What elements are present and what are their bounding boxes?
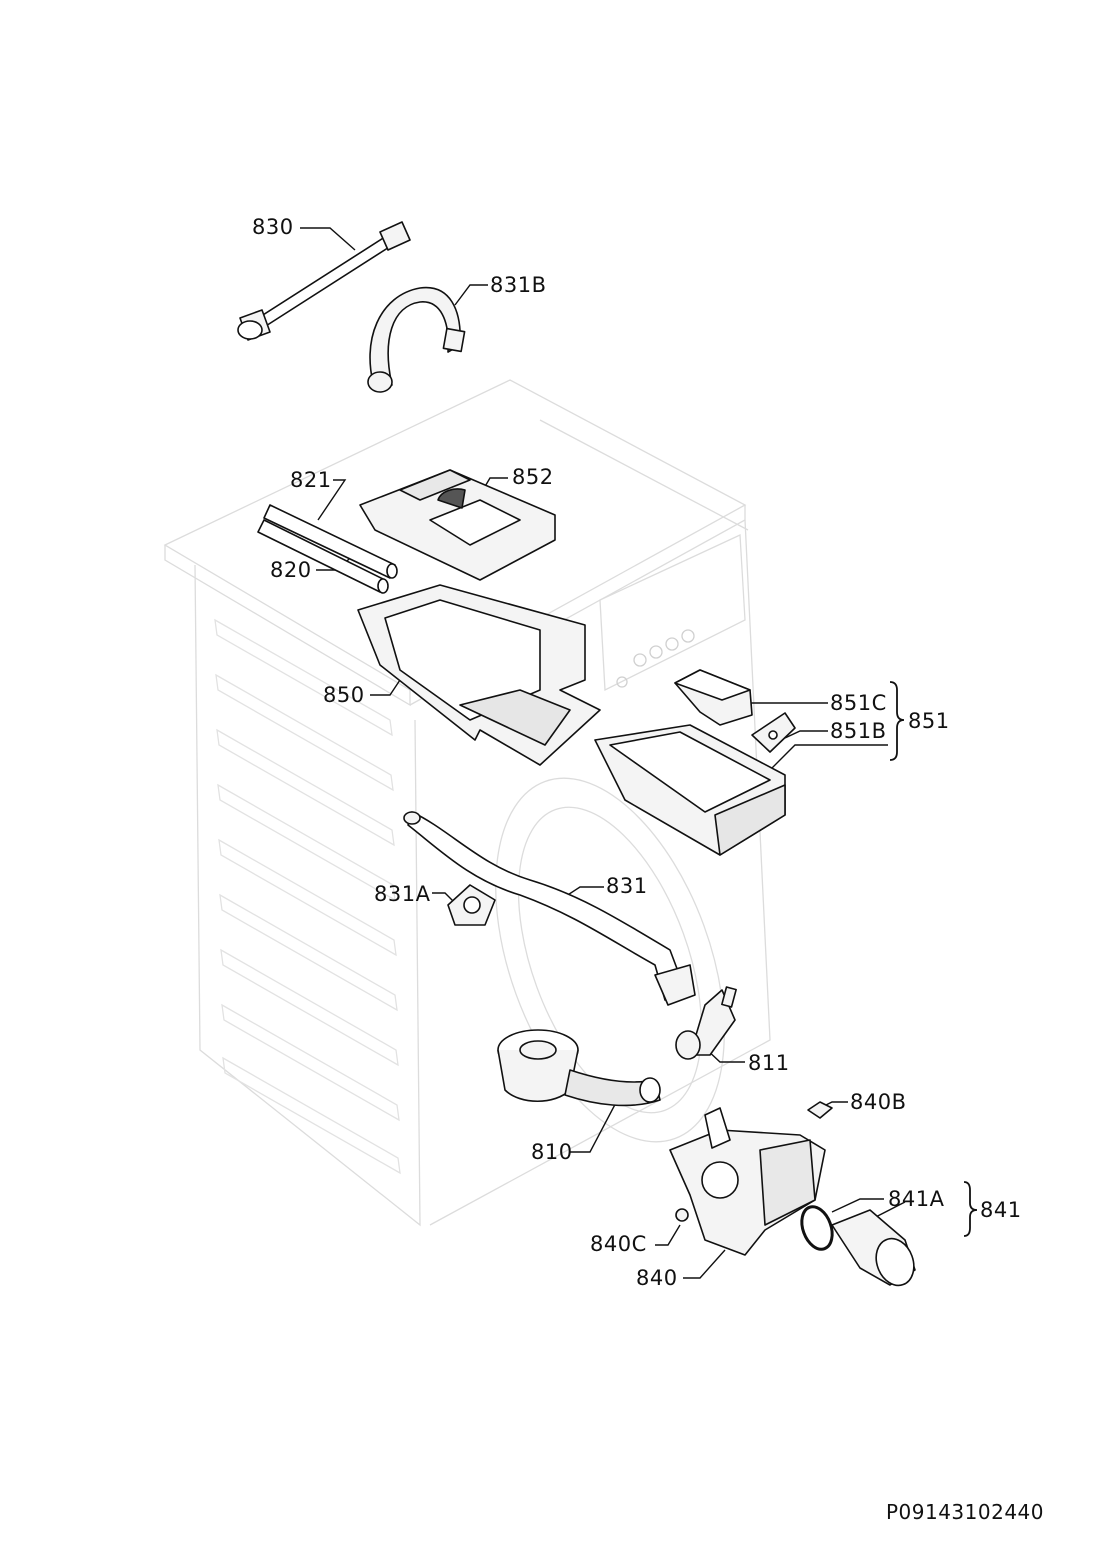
o-ring-841A <box>800 1205 834 1251</box>
hose-clip-831A <box>447 884 496 926</box>
tubes-820-821 <box>257 504 398 594</box>
nut-840C <box>675 1208 689 1222</box>
dispenser-housing-850 <box>357 584 601 766</box>
callout-852: 852 <box>512 465 554 489</box>
brace-851 <box>889 681 905 761</box>
callout-831A: 831A <box>374 882 431 906</box>
sump-bellows-810 <box>497 1029 661 1107</box>
callout-840C: 840C <box>590 1232 647 1256</box>
parts <box>237 221 916 1287</box>
inlet-hose-830 <box>237 221 411 341</box>
grouping-braces <box>889 681 978 1237</box>
callout-810: 810 <box>531 1140 573 1164</box>
callout-830: 830 <box>252 215 294 239</box>
callout-851C: 851C <box>830 691 887 715</box>
callout-831B: 831B <box>490 273 547 297</box>
pressure-chamber-811 <box>675 986 737 1060</box>
document-code: P09143102440 <box>885 1500 1044 1524</box>
drain-pump-840 <box>669 1107 826 1256</box>
callout-841A: 841A <box>888 1187 945 1211</box>
drain-hose-831 <box>403 811 696 1006</box>
callout-851: 851 <box>908 709 950 733</box>
callout-841: 841 <box>980 1198 1022 1222</box>
pump-filter-841 <box>831 1209 916 1287</box>
callout-821: 821 <box>290 468 332 492</box>
callout-811: 811 <box>748 1051 790 1075</box>
callout-840B: 840B <box>850 1090 907 1114</box>
detergent-drawer-851 <box>594 724 786 856</box>
machine-ghost-outline <box>163 379 771 1227</box>
callout-831: 831 <box>606 874 648 898</box>
brace-841 <box>963 1181 978 1237</box>
callout-840: 840 <box>636 1266 678 1290</box>
control-board-852 <box>359 469 556 581</box>
hose-guide-831B <box>367 286 466 393</box>
drawer-handle-851C <box>674 669 753 726</box>
callout-820: 820 <box>270 558 312 582</box>
callout-850: 850 <box>323 683 365 707</box>
clip-840B <box>807 1101 833 1119</box>
callout-851B: 851B <box>830 719 887 743</box>
drawer-badge-851B <box>751 712 796 753</box>
